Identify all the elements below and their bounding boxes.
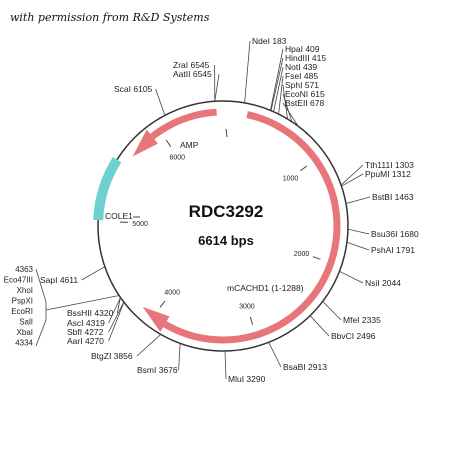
site-sapi-4611-label: SapI 4611 bbox=[40, 275, 78, 285]
plasmid-size: 6614 bps bbox=[198, 233, 254, 248]
site-mfei-2335-leader bbox=[322, 301, 342, 321]
feature-layer: AMP mCACHD1 (1-1288) COLE1 bbox=[93, 108, 341, 344]
site-nsii-2044-label: NsiI 2044 bbox=[365, 278, 401, 288]
site-bsu36i-1680-leader bbox=[347, 228, 370, 235]
site-bbvci-2496-leader bbox=[309, 315, 330, 337]
site-fsei-485-leader bbox=[278, 75, 284, 115]
site-tth111i-1303-leader bbox=[340, 164, 364, 186]
site-bstbi-1463-leader bbox=[345, 196, 371, 204]
site-btgzi-3856-leader bbox=[136, 334, 161, 357]
site-ndei-183-label: NdeI 183 bbox=[252, 36, 287, 46]
plasmid-name: RDC3292 bbox=[189, 202, 264, 221]
stack-label-eco47iii: Eco47III bbox=[4, 276, 33, 285]
stack-label-ecori: EcoRI bbox=[11, 307, 33, 316]
stack-label-4363: 4363 bbox=[15, 265, 33, 274]
site-bsabi-2913-leader bbox=[268, 342, 282, 368]
site-hpai-409-label: HpaI 409 bbox=[285, 44, 320, 54]
site-zrai-6545-label: ZraI 6545 bbox=[173, 60, 210, 70]
stack-label-4334: 4334 bbox=[15, 339, 33, 348]
site-btgzi-3856-label: BtgZI 3856 bbox=[91, 351, 133, 361]
tick-3000 bbox=[249, 316, 254, 325]
site-aari-4270-label: AarI 4270 bbox=[67, 336, 104, 346]
amp-label: AMP bbox=[180, 140, 199, 150]
site-mfei-2335-label: MfeI 2335 bbox=[343, 315, 381, 325]
site-nsii-2044-leader bbox=[339, 270, 364, 284]
site-econi-615-label: EcoNI 615 bbox=[285, 89, 325, 99]
site-asci-4319-leader bbox=[108, 297, 121, 324]
orf-arrow-head bbox=[142, 306, 170, 332]
stack-label-xbai: XbaI bbox=[17, 328, 33, 337]
cole1-block bbox=[93, 156, 122, 221]
tick-label-6000: 6000 bbox=[170, 155, 186, 162]
amp-arrow-body bbox=[150, 108, 217, 140]
site-mlui-3290-leader bbox=[224, 350, 227, 380]
tick-4000 bbox=[159, 300, 166, 308]
site-noti-439-label: NotI 439 bbox=[285, 62, 317, 72]
site-bsabi-2913-label: BsaBI 2913 bbox=[283, 362, 327, 372]
site-aari-4270-leader bbox=[108, 302, 125, 342]
site-noti-439-leader bbox=[273, 66, 284, 112]
scale-ticks: 1000 2000 3000 4000 5000 6000 bbox=[120, 139, 321, 325]
stack-label-xhoi: XhoI bbox=[17, 286, 33, 295]
site-bsteii-678-label: BstEII 678 bbox=[285, 98, 324, 108]
site-sbfi-4272-leader bbox=[108, 301, 125, 333]
site-bsshii-4320-label: BssHII 4320 bbox=[67, 308, 114, 318]
site-ppumi-1312-leader bbox=[341, 173, 364, 187]
tick-6000 bbox=[165, 139, 172, 147]
site-ndei-183-leader bbox=[244, 40, 251, 103]
site-bsteii-678-leader bbox=[282, 102, 299, 127]
site-stack-bracket bbox=[35, 268, 120, 347]
site-tth111i-1303-label: Tth111I 1303 bbox=[365, 160, 414, 170]
site-sphi-571-label: SphI 571 bbox=[285, 80, 319, 90]
site-bsmi-3676-leader bbox=[178, 343, 181, 371]
site-pshai-1791-leader bbox=[346, 241, 370, 251]
stack-label-pspxi: PspXI bbox=[12, 297, 33, 306]
stack-label-sali: SalI bbox=[19, 318, 33, 327]
site-hpai-409-leader bbox=[270, 48, 284, 111]
site-aatii-6545-label: AatII 6545 bbox=[173, 69, 212, 79]
tick-label-4000: 4000 bbox=[164, 290, 180, 297]
tick-label-1000: 1000 bbox=[283, 176, 299, 183]
site-bsmi-3676-label: BsmI 3676 bbox=[137, 365, 178, 375]
site-hindiii-415-label: HindIII 415 bbox=[285, 53, 326, 63]
site-scai-6105-label: ScaI 6105 bbox=[114, 84, 153, 94]
cole1-label: COLE1 bbox=[105, 211, 133, 221]
site-aatii-6545-leader bbox=[214, 73, 220, 102]
tick-label-2000: 2000 bbox=[294, 251, 310, 258]
amp-arrow-head bbox=[132, 129, 158, 157]
site-scai-6105-leader bbox=[155, 88, 166, 116]
orf-arrow-body bbox=[163, 111, 341, 344]
site-pshai-1791-label: PshAI 1791 bbox=[371, 245, 415, 255]
site-econi-615-leader bbox=[282, 93, 293, 122]
tick-1000 bbox=[299, 165, 308, 172]
site-bsu36i-1680-label: Bsu36I 1680 bbox=[371, 229, 419, 239]
site-sapi-4611-leader bbox=[81, 266, 105, 281]
plasmid-backbone bbox=[97, 100, 349, 352]
site-bstbi-1463-label: BstBI 1463 bbox=[372, 192, 414, 202]
tick-label-5000: 5000 bbox=[132, 221, 148, 228]
site-asci-4319-label: AscI 4319 bbox=[67, 318, 105, 328]
site-bbvci-2496-label: BbvCI 2496 bbox=[331, 331, 376, 341]
amp-marker bbox=[225, 128, 228, 138]
tick-2000 bbox=[312, 256, 321, 260]
site-bsshii-4320-leader bbox=[117, 297, 121, 314]
permission-credit: with permission from R&D Systems bbox=[10, 11, 210, 24]
site-fsei-485-label: FseI 485 bbox=[285, 71, 318, 81]
tick-label-3000: 3000 bbox=[239, 304, 255, 311]
site-ppumi-1312-label: PpuMI 1312 bbox=[365, 169, 411, 179]
site-hindiii-415-leader bbox=[270, 57, 284, 111]
orf-label: mCACHD1 (1-1288) bbox=[227, 283, 304, 293]
site-sbfi-4272-label: SbfI 4272 bbox=[67, 327, 104, 337]
site-mlui-3290-label: MluI 3290 bbox=[228, 374, 266, 384]
